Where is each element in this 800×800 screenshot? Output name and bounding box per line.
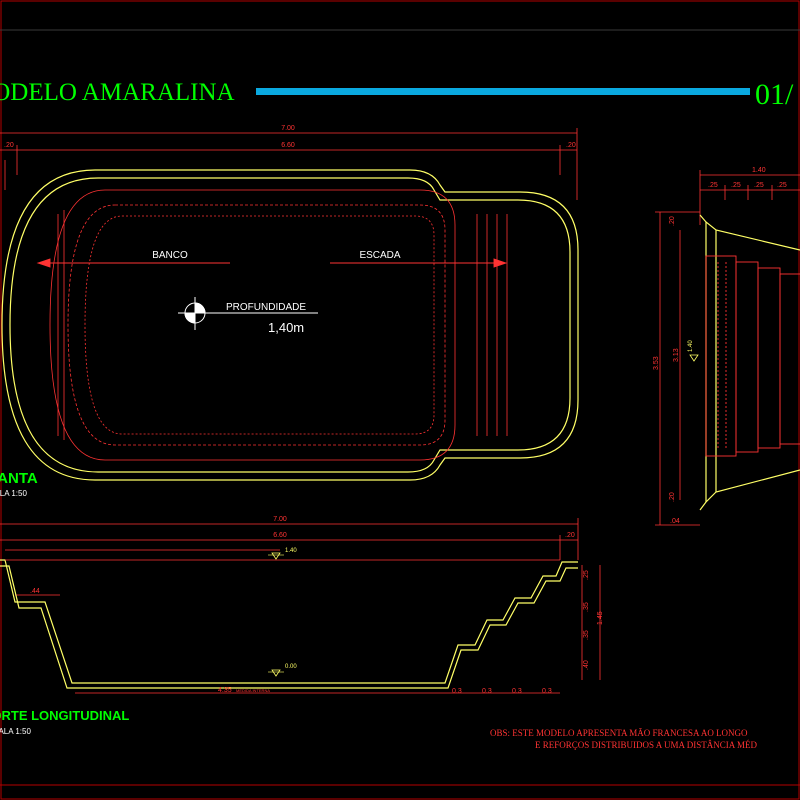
side-dim-height-inner: 3.13 — [673, 348, 680, 362]
section-level-top: 1.40 — [285, 548, 297, 554]
level-marker-top-icon — [268, 552, 284, 560]
plan-view-title: PLANTA — [0, 470, 38, 487]
section-dimensions — [0, 518, 601, 694]
section-step-3: 0.3 — [512, 688, 522, 695]
plan-dimensions — [0, 128, 578, 200]
plan-label-banco: BANCO — [152, 250, 188, 261]
section-profile — [0, 559, 578, 689]
plan-dim-total: 7.00 — [281, 125, 295, 132]
plan-depth-label: PROFUNDIDADE — [226, 302, 306, 313]
side-dim-top: .20 — [669, 216, 676, 226]
section-dim-base-note: MEDIDA INTERNA — [236, 688, 270, 693]
section-step-2: 0.3 — [482, 688, 492, 695]
section-view: 7.00 6.60 .20 .44 1.40 0.00 4.35 MEDIDA … — [0, 516, 604, 736]
section-dim-total: 7.00 — [273, 516, 287, 523]
side-dimensions — [655, 170, 800, 526]
side-profile — [699, 214, 800, 511]
side-dim-part-1: .25 — [708, 182, 718, 189]
plan-dim-right: .20 — [566, 142, 576, 149]
side-dim-foot: .04 — [670, 518, 680, 525]
side-view: 1.40 .25 .25 .25 .25 3.53 3.13 .20 .20 .… — [653, 167, 800, 526]
section-height-total: 1.45 — [597, 611, 604, 625]
side-level: 1.40 — [688, 340, 694, 352]
section-step-1: 0.3 — [452, 688, 462, 695]
section-rise-3: .35 — [583, 630, 590, 640]
section-dim-ledge: .44 — [30, 588, 40, 595]
sheet-title: MODELO AMARALINA — [0, 79, 235, 106]
level-marker-bottom-icon — [268, 669, 284, 677]
plan-dim-inner: 6.60 — [281, 142, 295, 149]
plan-pool-outline — [1, 169, 579, 481]
section-rise-4: .40 — [583, 660, 590, 670]
section-view-title: CORTE LONGITUDINAL — [0, 708, 129, 723]
section-step-4: 0.3 — [542, 688, 552, 695]
plan-dim-left: .20 — [4, 142, 14, 149]
side-steps — [705, 255, 800, 457]
section-dim-base: 4.35 — [218, 687, 232, 694]
section-rise-2: .35 — [583, 602, 590, 612]
plan-scale: ESCALA 1:50 — [0, 489, 27, 498]
plan-arrows — [36, 258, 508, 268]
plan-inner-contours — [49, 189, 508, 461]
section-dim-inner: 6.60 — [273, 532, 287, 539]
side-dim-part-3: .25 — [754, 182, 764, 189]
side-dim-bottom: .20 — [669, 492, 676, 502]
section-scale: ESCALA 1:50 — [0, 727, 31, 736]
section-rise-1: .25 — [583, 570, 590, 580]
plan-label-escada: ESCADA — [359, 250, 400, 261]
side-level-marker-icon — [689, 354, 699, 362]
depth-marker-icon — [178, 297, 318, 330]
note-line-2: E REFORÇOS DISTRIBUIDOS A UMA DISTÂNCIA … — [535, 740, 758, 750]
side-dim-total: 1.40 — [752, 167, 766, 174]
section-level-bottom: 0.00 — [285, 664, 297, 670]
side-dim-part-4: .25 — [777, 182, 787, 189]
sheet-number: 01/ — [755, 78, 794, 111]
side-dim-height-total: 3.53 — [653, 356, 660, 370]
plan-depth-value: 1,40m — [268, 320, 304, 335]
plan-view: 7.00 6.60 .20 .20 BANCO ESCAD — [0, 125, 579, 498]
note-line-1: OBS: ESTE MODELO APRESENTA MÃO FRANCESA … — [490, 728, 748, 738]
section-dim-right: .20 — [565, 532, 575, 539]
side-dim-part-2: .25 — [731, 182, 741, 189]
title-bar — [256, 88, 750, 95]
